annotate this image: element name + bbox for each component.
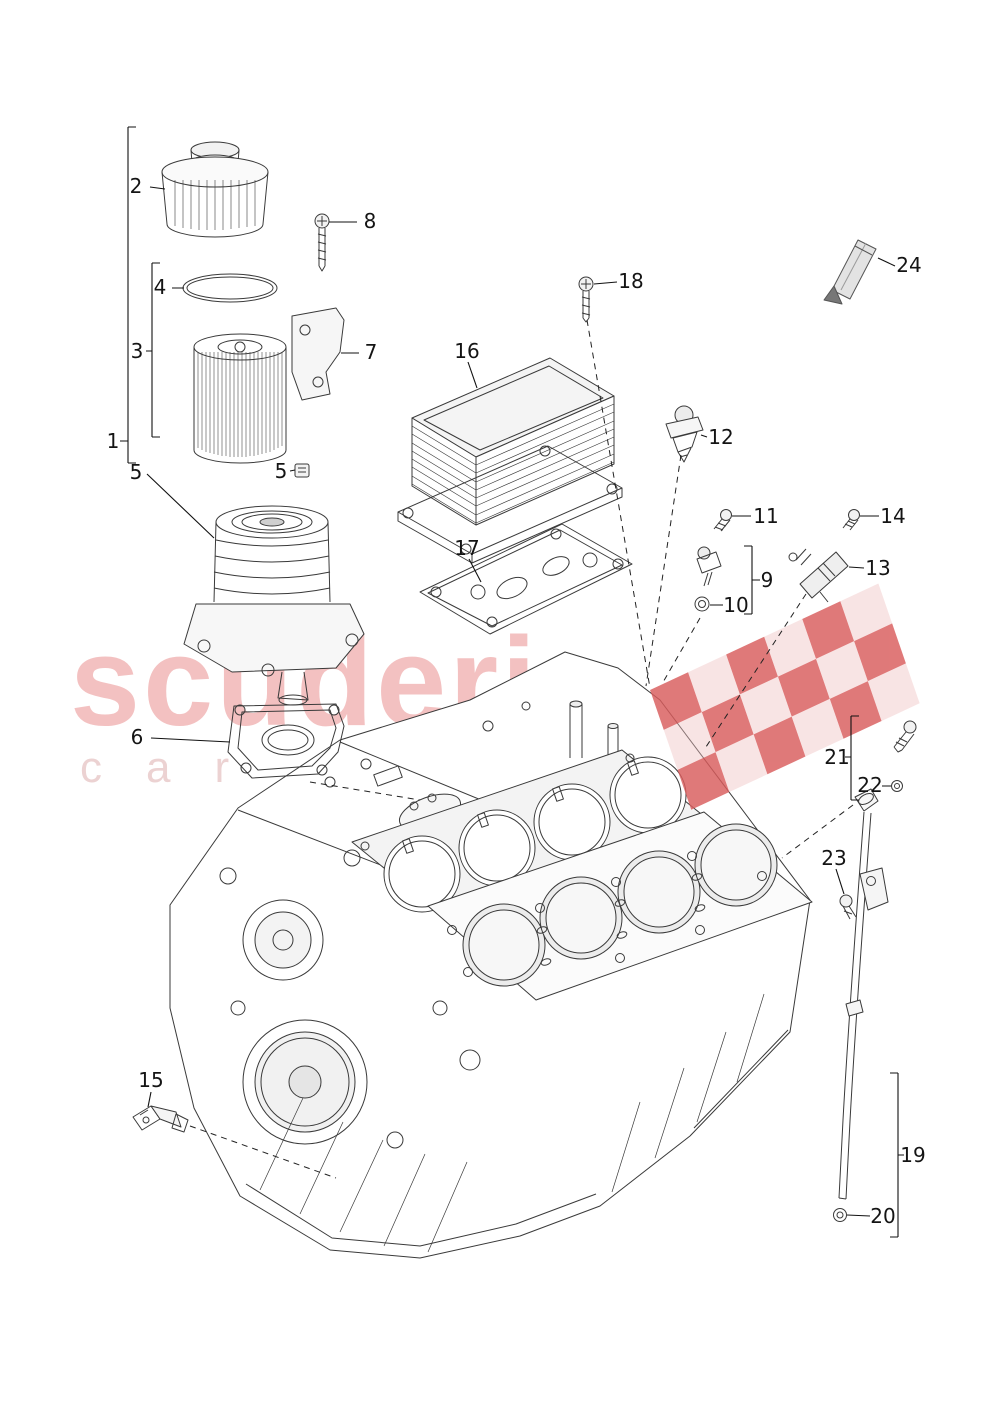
engine-block-drawing (169, 651, 813, 1259)
group-brackets (127, 126, 899, 1238)
callout-part-10: 10 (723, 593, 749, 617)
flag-dark-cells (650, 601, 906, 810)
callout-part-1: 1 (106, 429, 120, 453)
callout-part-23: 23 (821, 846, 847, 870)
callout-part-20: 20 (870, 1204, 896, 1228)
callout-part-3: 3 (130, 339, 144, 363)
callout-part-12: 12 (708, 425, 734, 449)
callout-part-17: 17 (454, 536, 480, 560)
flag-light-cells (663, 583, 920, 793)
oil-cooler-drawing (397, 357, 623, 564)
callout-part-2: 2 (129, 174, 143, 198)
callout-part-7: 7 (364, 340, 378, 364)
callout-part-19: 19 (900, 1143, 926, 1167)
callout-part-16: 16 (454, 339, 480, 363)
callout-part-13: 13 (865, 556, 891, 580)
callout-part-21: 21 (824, 745, 850, 769)
callout-part-5-left: 5 (129, 460, 143, 484)
dipstick-tube-drawing (833, 720, 917, 1222)
dashed-leader-lines (189, 319, 854, 1179)
callout-part-24: 24 (896, 253, 922, 277)
callout-part-9: 9 (760, 568, 774, 592)
checkered-flag-watermark (650, 583, 920, 810)
callout-part-15: 15 (138, 1068, 164, 1092)
oil-cooler-gasket-drawing (419, 523, 633, 635)
callout-part-6: 6 (130, 725, 144, 749)
sealant-tube-drawing (823, 239, 877, 305)
callout-part-11: 11 (753, 504, 779, 528)
callout-part-5-right: 5 (274, 459, 288, 483)
oil-level-sensor-drawing (132, 1105, 189, 1133)
callout-leader-lines (120, 186, 904, 1217)
sensors-and-fittings-drawing (578, 276, 860, 612)
callout-part-4: 4 (153, 275, 167, 299)
callout-part-8: 8 (363, 209, 377, 233)
callout-part-22: 22 (857, 773, 883, 797)
oil-filter-assembly-drawing (161, 141, 365, 779)
callout-part-18: 18 (618, 269, 644, 293)
callout-part-14: 14 (880, 504, 906, 528)
